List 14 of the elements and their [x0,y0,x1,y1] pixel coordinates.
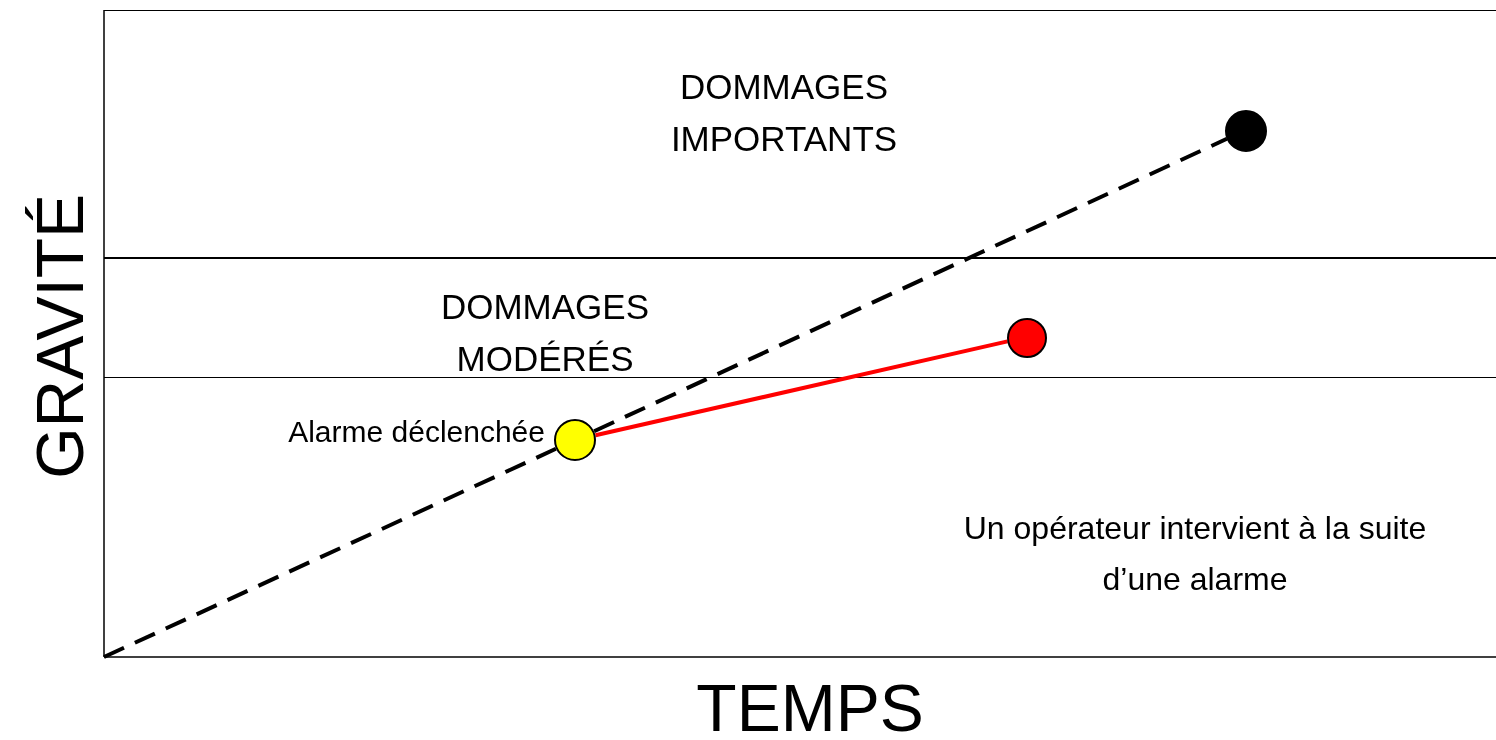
event-dot [1225,110,1267,152]
note-text: Un opérateur intervient à la suite d’une alarme [962,509,1428,600]
severity-band [104,258,1496,378]
axis-title: TEMPS [695,672,925,740]
event-label: Alarme déclenchée [287,414,545,450]
dashed-line [103,447,557,659]
severity-band [104,10,1496,258]
axis-title: GRAVITÉ [23,192,97,481]
dashed-line [593,137,1228,433]
event-dot [1007,318,1047,358]
zone-label: DOMMAGES IMPORTANTS [669,66,899,160]
event-dot [554,419,596,461]
zone-label: DOMMAGES MODÉRÉS [439,286,651,380]
line [595,339,1008,438]
